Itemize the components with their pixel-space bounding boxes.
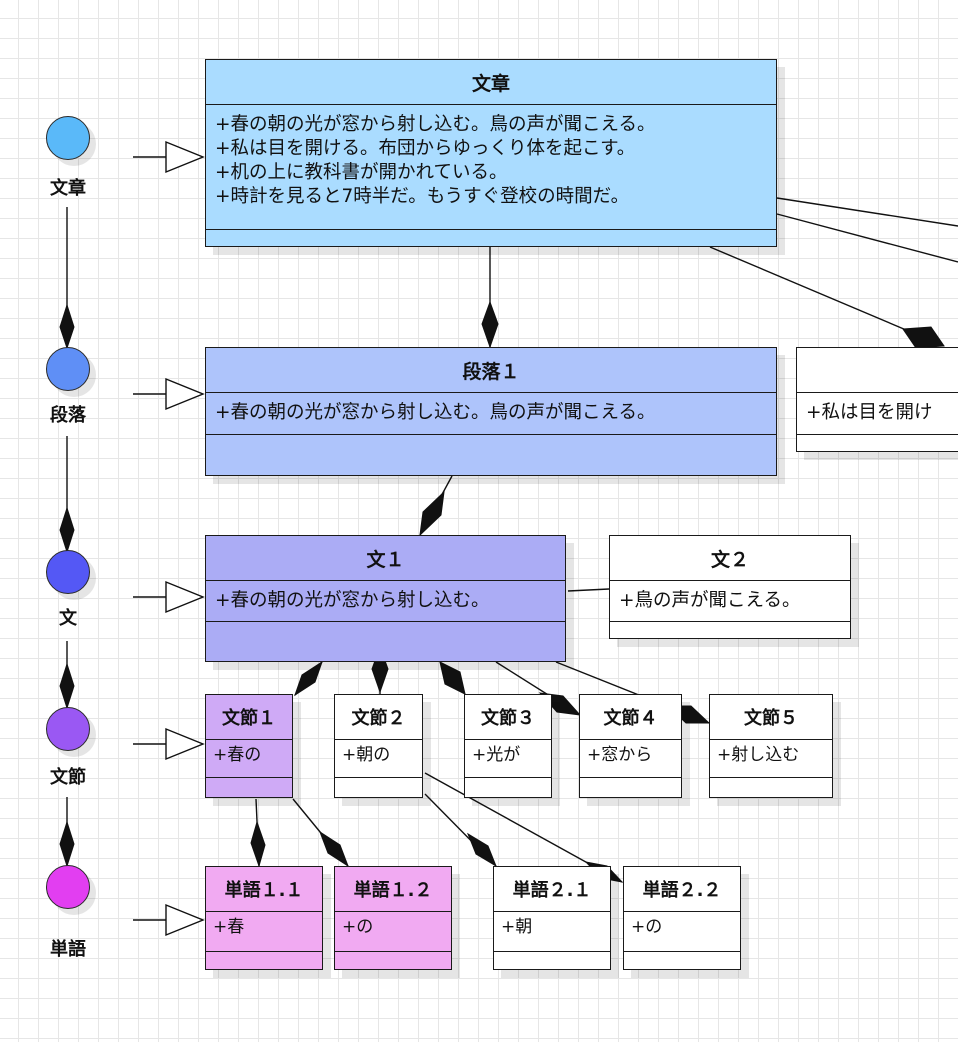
- composition-diamond: [318, 830, 350, 868]
- class-tango-1-2[interactable]: 単語１.２ +の: [334, 866, 452, 970]
- legend-label-bunsetsu: 文節: [50, 767, 86, 788]
- class-bun-2[interactable]: 文２ +鳥の声が聞こえる。: [609, 535, 851, 639]
- class-title: 単語２.２: [624, 867, 740, 912]
- composition-diamond: [59, 662, 75, 710]
- class-bunsho[interactable]: 文章 +春の朝の光が窓から射し込む。鳥の声が聞こえる。 +私は目を開ける。布団か…: [205, 59, 777, 247]
- composition-diamond: [59, 303, 75, 350]
- class-title: 文２: [610, 536, 850, 581]
- class-tango-2-1[interactable]: 単語２.１ +朝: [493, 866, 611, 970]
- class-title: 段落１: [206, 348, 776, 393]
- class-title: 文節２: [335, 695, 422, 740]
- class-attribute: +春: [206, 912, 322, 952]
- composition-diamond: [59, 506, 75, 554]
- class-title: 文１: [206, 536, 565, 581]
- legend-label-bunsho: 文章: [50, 178, 86, 199]
- composition-line: [776, 197, 958, 227]
- arrowhead-triangle: [165, 903, 205, 937]
- legend-label-danraku: 段落: [50, 405, 86, 426]
- class-title: 文節５: [710, 695, 832, 740]
- attribute-line: +机の上に教科書が開かれている。: [215, 162, 508, 183]
- composition-diamond: [439, 661, 466, 695]
- attribute-line: +私は目を開ける。布団からゆっくり体を起こす。: [215, 138, 636, 159]
- class-title: 単語２.１: [494, 867, 610, 912]
- class-title: [797, 348, 958, 393]
- composition-diamond: [294, 660, 323, 697]
- composition-diamond: [250, 820, 266, 868]
- class-bunsetsu-4[interactable]: 文節４ +窓から: [579, 694, 682, 798]
- legend-label-tango: 単語: [50, 939, 86, 960]
- class-attribute: +光が: [465, 740, 551, 778]
- composition-diamond: [59, 820, 75, 868]
- class-bunsetsu-1[interactable]: 文節１ +春の: [205, 694, 293, 798]
- class-title: 文節４: [580, 695, 681, 740]
- class-title: 単語１.２: [335, 867, 451, 912]
- class-attribute: +春の: [206, 740, 292, 778]
- class-attribute: +窓から: [580, 740, 681, 778]
- class-title: 文節１: [206, 695, 292, 740]
- class-attribute: +鳥の声が聞こえる。: [610, 581, 850, 622]
- class-title: 文節３: [465, 695, 551, 740]
- class-bun-1[interactable]: 文１ +春の朝の光が窓から射し込む。: [205, 535, 566, 662]
- class-attribute: +朝の: [335, 740, 422, 778]
- class-attributes: +春の朝の光が窓から射し込む。鳥の声が聞こえる。 +私は目を開ける。布団からゆっ…: [206, 105, 776, 230]
- composition-line: [567, 588, 610, 592]
- composition-line: [776, 213, 958, 263]
- class-attribute: +射し込む: [710, 740, 832, 778]
- arrowhead-triangle: [165, 140, 205, 174]
- class-title: 単語１.１: [206, 867, 322, 912]
- composition-diamond: [466, 832, 498, 868]
- legend-circle-bunsetsu: [46, 707, 90, 751]
- legend-circle-tango: [46, 865, 90, 909]
- legend-circle-bunsho: [46, 116, 90, 160]
- class-attribute: +の: [624, 912, 740, 952]
- class-attribute: +春の朝の光が窓から射し込む。鳥の声が聞こえる。: [206, 393, 776, 435]
- class-tango-1-1[interactable]: 単語１.１ +春: [205, 866, 323, 970]
- composition-diamond: [481, 300, 499, 349]
- attribute-line: +春の朝の光が窓から射し込む。鳥の声が聞こえる。: [215, 114, 656, 135]
- class-attribute: +の: [335, 912, 451, 952]
- class-bunsetsu-2[interactable]: 文節２ +朝の: [334, 694, 423, 798]
- arrowhead-triangle: [165, 580, 205, 614]
- class-attribute: +春の朝の光が窓から射し込む。: [206, 581, 565, 622]
- class-bunsetsu-3[interactable]: 文節３ +光が: [464, 694, 552, 798]
- legend-circle-danraku: [46, 347, 90, 391]
- class-attribute: +朝: [494, 912, 610, 952]
- arrowhead-triangle: [165, 727, 205, 761]
- class-danraku-1[interactable]: 段落１ +春の朝の光が窓から射し込む。鳥の声が聞こえる。: [205, 347, 777, 476]
- attribute-line: +時計を見ると7時半だ。もうすぐ登校の時間だ。: [215, 186, 630, 207]
- arrowhead-triangle: [165, 377, 205, 411]
- class-title: 文章: [206, 60, 776, 105]
- composition-diamond: [419, 490, 445, 537]
- class-tango-2-2[interactable]: 単語２.２ +の: [623, 866, 741, 970]
- composition-diamond: [902, 326, 945, 349]
- legend-label-bun: 文: [59, 608, 77, 629]
- legend-circle-bun: [46, 550, 90, 594]
- class-attribute: +私は目を開け: [797, 393, 958, 435]
- class-bunsetsu-5[interactable]: 文節５ +射し込む: [709, 694, 833, 798]
- class-danraku-2[interactable]: +私は目を開け: [796, 347, 958, 452]
